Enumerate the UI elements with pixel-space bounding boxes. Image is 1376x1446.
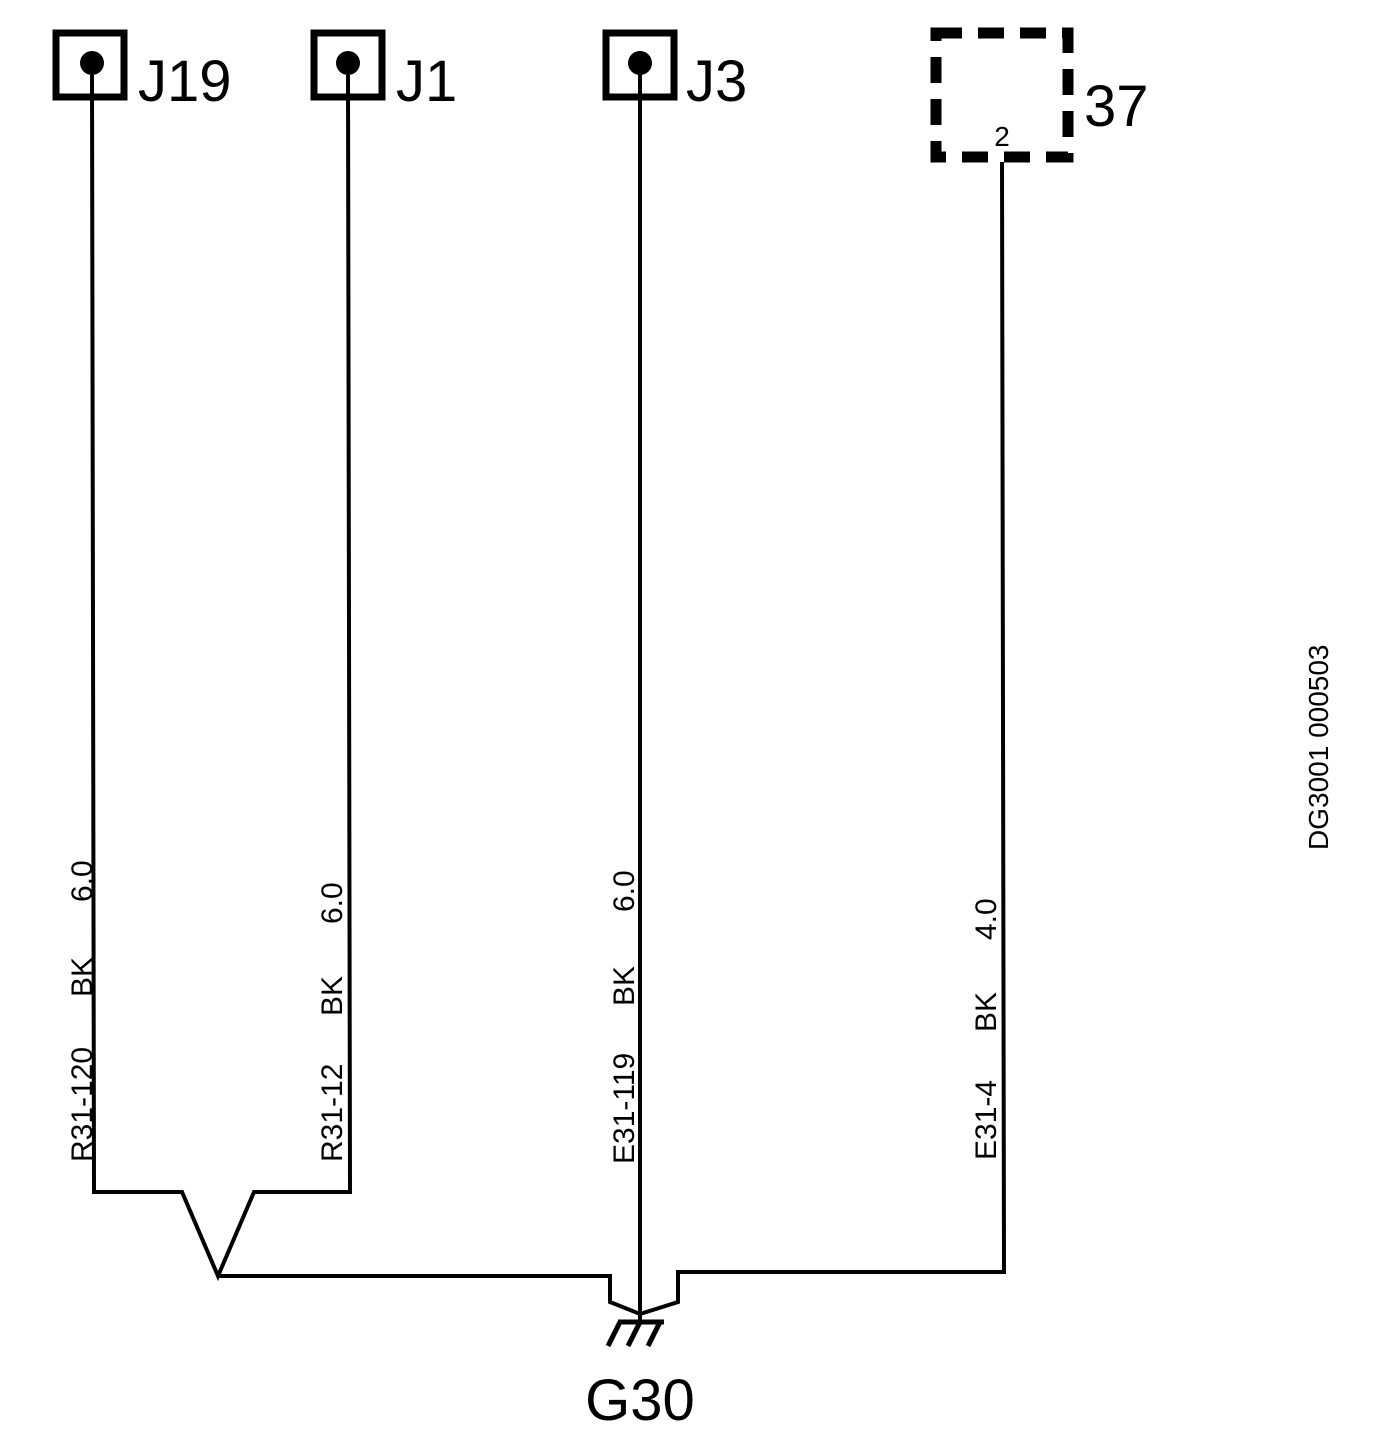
wire-size-label: 6.0 [608,870,641,912]
ground-hatch-2 [625,1320,643,1348]
splice-j1: J1 [310,29,457,114]
ground-label: G30 [585,1368,695,1433]
component-37-box [930,27,1074,163]
splice-j19-box [52,29,128,101]
wire-circuit-label: E31-4 [970,1080,1003,1160]
wire-size-label: 4.0 [970,898,1003,940]
wire-splice-to-ground [218,1274,641,1316]
splice-j19-dot [80,51,104,75]
wire-label-e31-4: E31-4 BK 4.0 [970,898,1003,1160]
splice-j3: J3 [602,29,747,114]
wire-circuit-label: E31-119 [608,1053,641,1164]
wire-label-r31-120: R31-120 BK 6.0 [66,860,99,1162]
wire-label-e31-119: E31-119 BK 6.0 [608,870,641,1164]
splice-j3-dot [628,51,652,75]
splice-j3-label: J3 [686,49,747,114]
diagram-code: DG3001 000503 [1303,644,1334,850]
wire-color-label: BK [608,966,641,1006]
wire-37 [639,161,1007,1316]
wire-lines [90,74,1007,1316]
wire-circuit-label: R31-12 [316,1064,349,1162]
wire-color-label: BK [66,957,99,997]
splice-j1-dot [336,51,360,75]
wire-j19-j1-splice-path [90,74,353,1282]
wire-label-r31-12: R31-12 BK 6.0 [316,882,349,1162]
splice-j19-label: J19 [138,49,232,114]
wire-color-label: BK [316,976,349,1016]
ground-hatch-3 [645,1320,663,1348]
wire-color-label: BK [970,992,1003,1032]
ground-hatch-1 [605,1320,623,1348]
wire-size-label: 6.0 [316,882,349,924]
ground-g30: G30 [585,1314,695,1433]
wire-size-label: 6.0 [66,860,99,902]
component-37-label: 37 [1084,74,1149,139]
splice-j1-label: J1 [396,49,457,114]
component-37-pin: 2 [994,121,1010,152]
wire-circuit-label: R31-120 [66,1047,99,1162]
splice-j19: J19 [52,29,232,114]
component-37: 37 2 [930,27,1149,163]
